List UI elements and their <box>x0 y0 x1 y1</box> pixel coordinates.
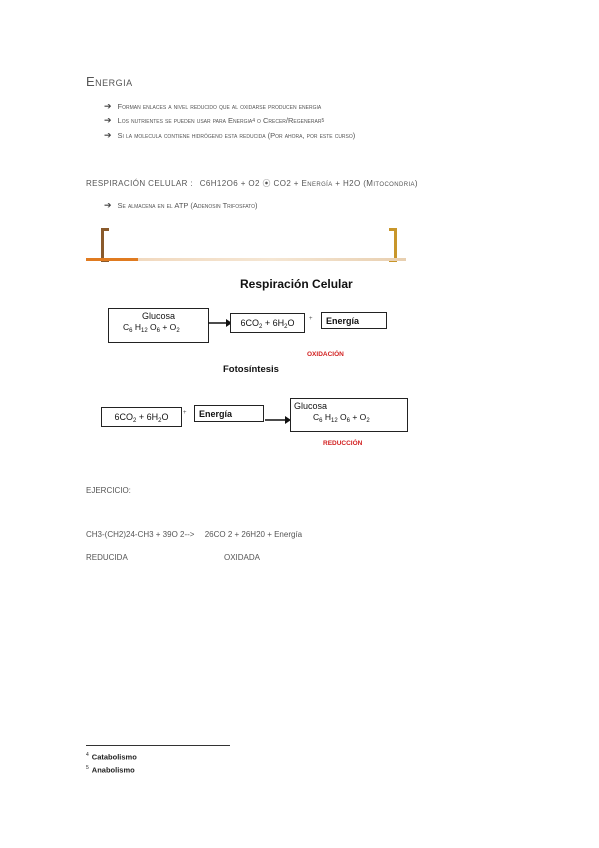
rule-line-fade <box>138 258 406 261</box>
arrow-right-icon: ➔ <box>104 130 112 140</box>
footnote-text: Anabolismo <box>91 765 135 775</box>
footnote-divider <box>86 745 230 746</box>
co2-water-box: 6CO2 + 6H2O <box>230 313 305 333</box>
bullet-text: Si la molecula contiene hidrógeno esta r… <box>117 131 356 140</box>
reduccion-label: REDUCCIÓN <box>323 440 363 447</box>
bullet-text: Los nutrientes se pueden usar para Energ… <box>117 116 253 125</box>
respiration-formula: C6H12O6 + O2 ⦿ CO2 + Energía + H2O (Mito… <box>199 179 418 188</box>
rule-line-orange <box>86 258 138 261</box>
fotosintesis-title: Fotosíntesis <box>223 364 279 375</box>
footnote-ref: 4 <box>252 117 255 124</box>
oxidada-label: OXIDADA <box>224 553 261 562</box>
ejercicio-label: EJERCICIO: <box>86 486 131 495</box>
arrow-right-icon: ➔ <box>104 101 112 111</box>
glucosa-box: Glucosa C6 H12 O6 + O2 <box>108 308 209 343</box>
equation-right: 26CO 2 + 26H20 + Energía <box>204 530 303 539</box>
arrow-icon <box>208 319 232 327</box>
bullet-text-cont: o Crecer/Regenerar <box>257 116 322 125</box>
bullet-text: Forman enlaces a nivel reducido que al o… <box>117 102 322 111</box>
arrow-right-icon: ➔ <box>104 115 112 125</box>
footnote-text: Catabolismo <box>91 752 137 762</box>
bullet-item: ➔ Los nutrientes se pueden usar para Ene… <box>104 115 324 126</box>
bullet-item: ➔ Si la molecula contiene hidrógeno esta… <box>104 130 355 141</box>
glucosa-box-2: Glucosa C6 H12 O6 + O2 <box>290 398 408 432</box>
left-bracket <box>101 228 109 262</box>
footnote-ref: 5 <box>321 117 325 124</box>
respiration-line: RESPIRACIÓN CELULAR : C6H12O6 + O2 ⦿ CO2… <box>86 178 418 189</box>
glucosa-label: Glucosa <box>141 311 176 321</box>
bullet-item: ➔ Forman enlaces a nivel reducido que al… <box>104 101 321 112</box>
respiration-label: RESPIRACIÓN CELULAR : <box>86 179 194 188</box>
reducida-label: REDUCIDA <box>86 553 128 562</box>
energia-box: Energía <box>321 312 387 329</box>
bullet-item: ➔ Se almacena en el ATP (Adenosin Trifos… <box>104 200 258 211</box>
page-heading: Energia <box>86 74 133 89</box>
glucosa-formula: C6 H12 O6 + O2 <box>313 412 370 424</box>
right-bracket <box>389 228 397 262</box>
oxidacion-label: OXIDACIÓN <box>307 351 344 358</box>
arrow-icon <box>265 416 291 424</box>
energia-box-2: Energía <box>194 405 264 422</box>
glucosa-formula: C6 H12 O6 + O2 <box>123 322 180 334</box>
co2-water-box-2: 6CO2 + 6H2O <box>101 407 182 427</box>
footnote-mark: 4 <box>86 752 89 758</box>
equation-left: CH3-(CH2)24-CH3 + 39O 2--> <box>86 530 195 539</box>
glucosa-label: Glucosa <box>294 401 328 411</box>
plus-sign: + <box>183 410 187 416</box>
arrow-right-icon: ➔ <box>104 200 112 210</box>
equation-line: CH3-(CH2)24-CH3 + 39O 2--> 26CO 2 + 26H2… <box>86 530 302 539</box>
diagram-title: Respiración Celular <box>240 277 353 291</box>
bullet-text: Se almacena en el ATP (Adenosin Trifosfa… <box>117 201 258 210</box>
footnote-mark: 5 <box>86 765 89 771</box>
plus-sign: + <box>309 316 313 322</box>
